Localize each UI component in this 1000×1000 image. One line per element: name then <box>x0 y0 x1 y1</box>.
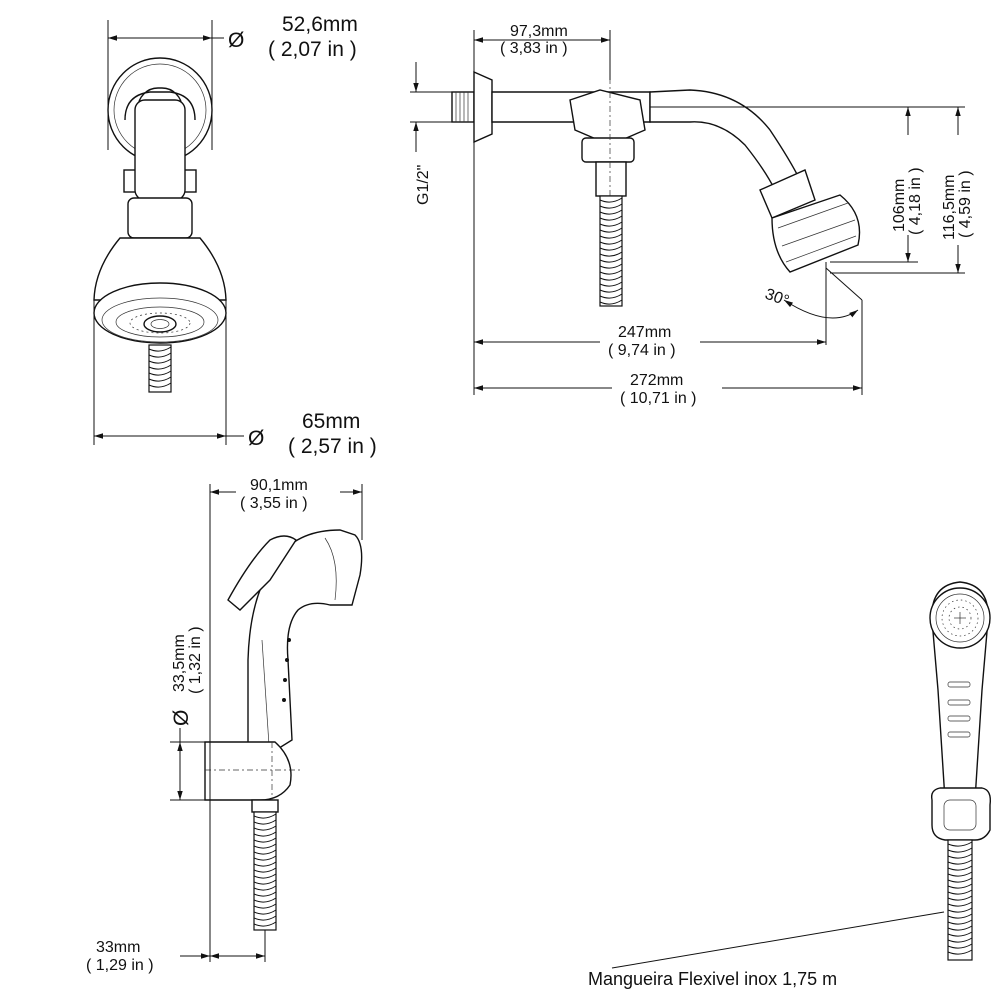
flexible-hose <box>947 839 973 961</box>
handset-width-mm: 90,1mm <box>250 477 308 494</box>
reach-in: ( 9,74 in ) <box>608 342 676 359</box>
thread-size: G1/2" <box>415 165 432 205</box>
handset-width-in: ( 3,55 in ) <box>240 495 308 512</box>
head-diameter-in: ( 2,57 in ) <box>288 435 377 458</box>
spray-angle: 30° <box>763 286 792 310</box>
diameter-symbol-head: Ø <box>248 427 264 450</box>
hose-caption: Mangueira Flexivel inox 1,75 m <box>588 969 837 989</box>
holder-in: ( 1,32 in ) <box>187 626 204 694</box>
flexible-hose <box>253 811 277 931</box>
base-mm: 33mm <box>96 939 140 956</box>
shower-side-view: 97,3mm ( 3,83 in ) G1/2" 106mm ( 4,18 in… <box>410 23 974 408</box>
head-diameter-mm: 65mm <box>302 410 360 433</box>
holder-diameter-symbol: Ø <box>170 710 193 726</box>
diameter-symbol-top: Ø <box>228 29 244 52</box>
reach-mm: 247mm <box>618 324 671 341</box>
flexible-hose <box>599 195 623 307</box>
total-in: ( 10,71 in ) <box>620 390 696 407</box>
height-in: ( 4,18 in ) <box>907 167 924 235</box>
holder-mm: 33,5mm <box>171 634 188 692</box>
handset-side-view: 90,1mm ( 3,55 in ) Ø 33,5mm ( 1,32 in ) … <box>86 470 363 974</box>
height2-in: ( 4,59 in ) <box>957 170 974 238</box>
height-mm: 106mm <box>891 179 908 232</box>
top-diameter-in: ( 2,07 in ) <box>268 38 357 61</box>
arm-offset-in: ( 3,83 in ) <box>500 40 568 57</box>
shower-front-view: Ø 52,6mm ( 2,07 in ) Ø 65mm ( 2,57 in ) <box>93 13 377 458</box>
arm-offset-mm: 97,3mm <box>510 23 568 40</box>
top-diameter-mm: 52,6mm <box>282 13 358 36</box>
flexible-hose <box>148 344 172 393</box>
total-mm: 272mm <box>630 372 683 389</box>
handset-front-view: Mangueira Flexivel inox 1,75 m <box>588 581 992 989</box>
base-in: ( 1,29 in ) <box>86 957 154 974</box>
height2-mm: 116,5mm <box>941 174 958 240</box>
